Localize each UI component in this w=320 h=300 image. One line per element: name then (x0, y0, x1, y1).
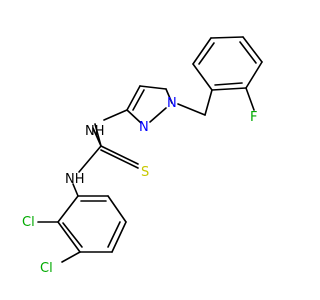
molecule-structure: NH N N F S NH Cl Cl (22, 36, 263, 276)
atom-label-fluorine: F (250, 110, 257, 125)
molecule-canvas: NH N N F S NH Cl Cl (22, 36, 263, 276)
atom-label-chlorine-2: Cl (40, 261, 53, 276)
atom-labels: NH N N F S NH Cl Cl (22, 96, 257, 276)
atom-label-chlorine-1: Cl (22, 215, 35, 230)
atom-label-sulfur: S (141, 165, 149, 180)
atom-label-n2: N (139, 120, 149, 135)
atom-label-nh-lower: NH (65, 172, 85, 187)
bonds (37, 36, 263, 263)
atom-label-nh-upper: NH (85, 124, 105, 139)
atom-label-n1: N (167, 96, 177, 111)
